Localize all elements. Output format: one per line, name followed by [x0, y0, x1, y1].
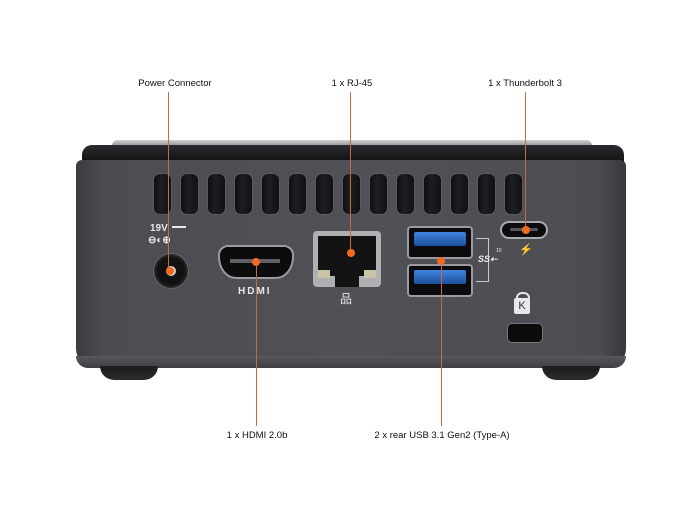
usb-superspeed-icon: SS⇠ [478, 254, 498, 264]
hdmi-logo: HDMI [238, 286, 272, 297]
vent-grille [153, 173, 523, 215]
device-foot-left [100, 366, 158, 380]
usb-port-bottom [407, 264, 473, 297]
thunderbolt-icon: ⚡ [519, 244, 533, 256]
kensington-lock-slot [507, 323, 543, 343]
hdmi-leader-line [256, 262, 257, 426]
rj45-label: 1 x RJ-45 [331, 78, 373, 89]
usb-port-top [407, 226, 473, 259]
rj45-led-left [318, 270, 330, 278]
usb-label: 2 x rear USB 3.1 Gen2 (Type-A) [374, 430, 510, 441]
thunderbolt-label: 1 x Thunderbolt 3 [488, 78, 562, 89]
hdmi-label: 1 x HDMI 2.0b [226, 430, 288, 441]
power-connector-label: Power Connector [138, 78, 212, 89]
rj45-callout-dot [347, 249, 355, 257]
network-icon: 品 [340, 292, 353, 306]
usb-speed-marking: 10 [496, 248, 502, 254]
device-foot-right [542, 366, 600, 380]
thunderbolt-leader-line [525, 92, 526, 230]
polarity-icon: ⊖◐⊕ [148, 235, 171, 246]
power-callout-dot [166, 267, 174, 275]
usb-callout-dot [437, 257, 445, 265]
voltage-marking: 19V [150, 223, 168, 234]
usb-leader-line [441, 260, 442, 426]
rj45-leader-line [350, 92, 351, 252]
dc-symbol-icon [172, 226, 186, 228]
hdmi-callout-dot [252, 258, 260, 266]
lock-icon: K [514, 298, 530, 314]
thunderbolt-callout-dot [522, 226, 530, 234]
power-leader-line [168, 92, 169, 270]
device-base [76, 356, 626, 368]
rj45-led-right [364, 270, 376, 278]
